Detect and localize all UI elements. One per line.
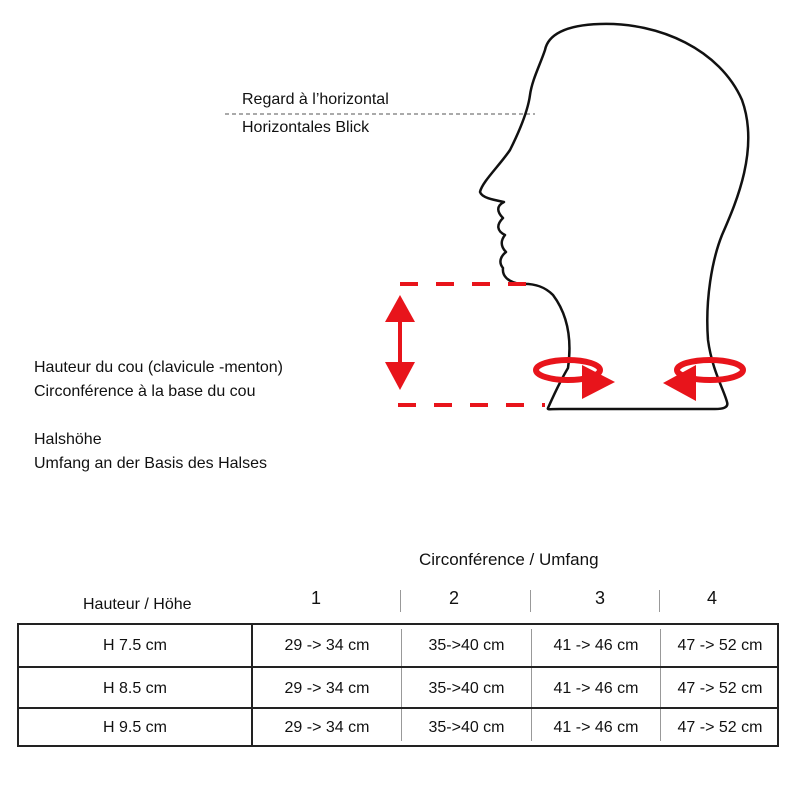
gaze-label-fr: Regard à l’horizontal	[242, 91, 389, 108]
size-cell: 41 -> 46 cm	[553, 679, 639, 697]
size-cell: 35->40 cm	[428, 719, 505, 736]
circumference-arrow-left-icon	[533, 357, 615, 399]
column-divider	[660, 629, 661, 741]
table-row: H 8.5 cm 29 -> 34 cm 35->40 cm 41 -> 46 …	[19, 666, 777, 709]
size-cell: 29 -> 34 cm	[284, 719, 370, 736]
size-cell: 29 -> 34 cm	[284, 636, 370, 654]
header-divider	[530, 590, 531, 612]
size-cell: 35->40 cm	[428, 679, 505, 697]
height-cell: H 7.5 cm	[102, 636, 167, 654]
column-divider	[251, 625, 253, 745]
neck-height-label-de: Halshöhe	[34, 431, 102, 448]
column-divider	[531, 629, 532, 741]
size-table: H 7.5 cm 29 -> 34 cm 35->40 cm 41 -> 46 …	[17, 623, 779, 747]
size-cell: 35->40 cm	[428, 636, 505, 654]
table-row: H 9.5 cm 29 -> 34 cm 35->40 cm 41 -> 46 …	[19, 707, 777, 747]
header-divider	[659, 590, 660, 612]
table-row: H 7.5 cm 29 -> 34 cm 35->40 cm 41 -> 46 …	[19, 625, 777, 666]
head-silhouette	[478, 22, 750, 411]
size-cell: 47 -> 52 cm	[677, 636, 763, 654]
column-divider	[401, 629, 402, 741]
head-neck-diagram	[225, 22, 750, 411]
table-title: Circonférence / Umfang	[419, 550, 599, 569]
size-cell: 41 -> 46 cm	[553, 719, 639, 736]
double-arrow-vertical-icon	[385, 295, 415, 390]
neck-height-label-fr: Hauteur du cou (clavicule -menton)	[34, 359, 284, 376]
height-cell: H 9.5 cm	[102, 719, 167, 736]
column-header-2: 2	[449, 588, 460, 608]
size-cell: 41 -> 46 cm	[553, 636, 639, 654]
height-cell: H 8.5 cm	[102, 679, 167, 697]
row-header-label: Hauteur / Höhe	[83, 596, 192, 613]
column-header-1: 1	[311, 588, 322, 608]
size-cell: 29 -> 34 cm	[284, 679, 370, 697]
neck-circumference-label-de: Umfang an der Basis des Halses	[34, 455, 267, 472]
size-cell: 47 -> 52 cm	[677, 679, 763, 697]
neck-circumference-label-fr: Circonférence à la base du cou	[34, 383, 256, 400]
header-divider	[400, 590, 401, 612]
circumference-arrow-right-icon	[663, 357, 746, 401]
column-header-4: 4	[707, 588, 718, 608]
size-cell: 47 -> 52 cm	[677, 719, 763, 736]
gaze-label-de: Horizontales Blick	[242, 119, 370, 136]
column-header-3: 3	[595, 588, 606, 608]
height-measure	[385, 282, 545, 407]
